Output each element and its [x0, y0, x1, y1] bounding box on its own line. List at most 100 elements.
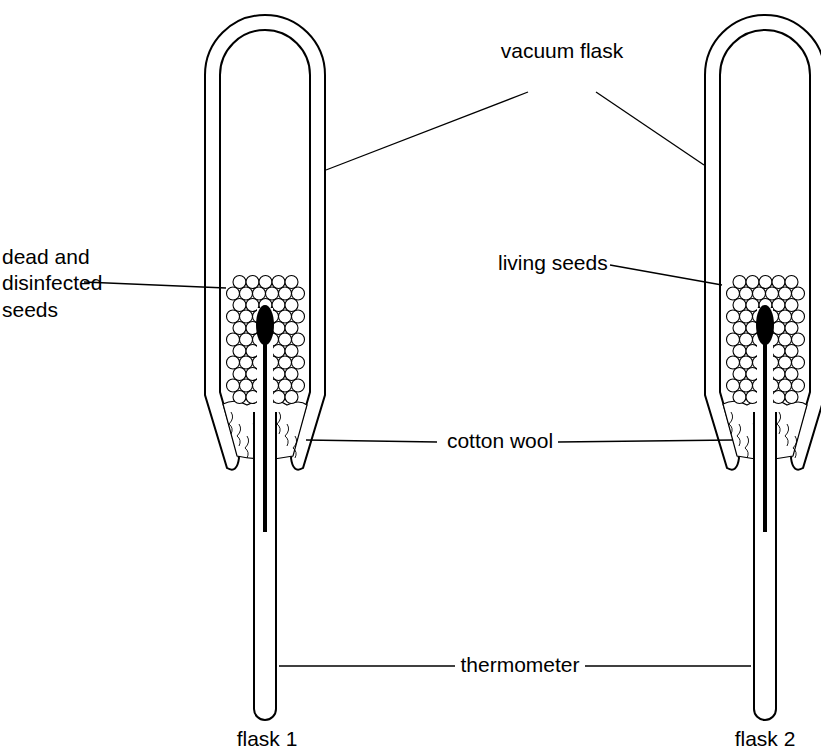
- seed: [740, 333, 753, 346]
- seed: [753, 287, 766, 300]
- cotton-fibre: [785, 424, 789, 446]
- seed: [733, 299, 746, 312]
- seed: [772, 391, 785, 404]
- seed: [779, 333, 792, 346]
- seed: [740, 310, 753, 323]
- seed: [233, 345, 246, 358]
- leader-line: [279, 665, 455, 666]
- seed: [285, 368, 298, 381]
- seed: [240, 287, 253, 300]
- part-label: vacuum flask: [500, 38, 624, 64]
- cotton-fibre: [237, 424, 241, 446]
- leader-line: [610, 265, 722, 285]
- seed: [292, 310, 305, 323]
- seed: [772, 276, 785, 289]
- leader-line: [306, 440, 437, 442]
- seed: [772, 299, 785, 312]
- seed: [740, 356, 753, 369]
- thermometer-bulb: [756, 305, 774, 345]
- seed: [292, 356, 305, 369]
- cotton-fibre: [777, 412, 781, 434]
- seed: [792, 287, 805, 300]
- thermometer-bulb: [256, 305, 274, 345]
- seed: [279, 287, 292, 300]
- cotton-fibre: [729, 412, 733, 434]
- seed: [272, 299, 285, 312]
- seed: [727, 310, 740, 323]
- seed: [233, 276, 246, 289]
- seed: [785, 368, 798, 381]
- seed: [733, 345, 746, 358]
- seed: [733, 368, 746, 381]
- seed: [285, 276, 298, 289]
- seed: [233, 299, 246, 312]
- leader-line: [558, 440, 733, 442]
- seed: [785, 391, 798, 404]
- seed: [746, 276, 759, 289]
- seed: [233, 368, 246, 381]
- seed: [733, 391, 746, 404]
- cotton-fibre: [285, 424, 289, 446]
- seed: [785, 322, 798, 335]
- seed: [227, 287, 240, 300]
- leader-line: [84, 282, 226, 288]
- seed: [785, 299, 798, 312]
- seed: [272, 391, 285, 404]
- seed: [272, 368, 285, 381]
- flask-drawing: [705, 15, 821, 720]
- flask-drawing: [205, 15, 325, 720]
- seed: [740, 379, 753, 392]
- cotton-fibre: [793, 436, 797, 458]
- part-label: thermometer: [458, 652, 582, 678]
- seed: [272, 276, 285, 289]
- seed: [759, 276, 772, 289]
- seed: [227, 379, 240, 392]
- seed: [227, 310, 240, 323]
- part-label: dead and disinfected seeds: [2, 244, 124, 323]
- seed: [279, 379, 292, 392]
- seed: [792, 356, 805, 369]
- leader-line: [596, 92, 704, 165]
- seed: [246, 276, 259, 289]
- seed: [727, 287, 740, 300]
- seed: [733, 322, 746, 335]
- cotton-fibre: [277, 412, 281, 434]
- flask-caption: flask 1: [222, 726, 312, 752]
- seed: [292, 333, 305, 346]
- thermometer-stem: [763, 330, 767, 532]
- seed: [279, 356, 292, 369]
- seed: [285, 322, 298, 335]
- seed: [727, 333, 740, 346]
- leader-line: [326, 92, 528, 170]
- seed: [292, 287, 305, 300]
- cotton-fibre: [245, 436, 249, 458]
- cotton-fibre: [737, 424, 741, 446]
- seed: [266, 287, 279, 300]
- flask-caption: flask 2: [720, 726, 810, 752]
- seed: [792, 333, 805, 346]
- seed: [772, 345, 785, 358]
- seed: [233, 391, 246, 404]
- seed: [292, 379, 305, 392]
- seed: [779, 287, 792, 300]
- seed: [240, 356, 253, 369]
- seed: [227, 356, 240, 369]
- cotton-fibre: [229, 412, 233, 434]
- seed: [766, 287, 779, 300]
- seed: [285, 391, 298, 404]
- seed: [240, 379, 253, 392]
- seed: [227, 333, 240, 346]
- seed: [259, 276, 272, 289]
- seed: [240, 333, 253, 346]
- seed: [779, 356, 792, 369]
- seed: [272, 345, 285, 358]
- seed: [253, 287, 266, 300]
- thermometer-stem: [263, 330, 267, 532]
- seed: [785, 276, 798, 289]
- seed: [779, 310, 792, 323]
- cotton-fibre: [745, 436, 749, 458]
- seed: [233, 322, 246, 335]
- part-label: cotton wool: [440, 428, 560, 454]
- seed: [733, 276, 746, 289]
- seed: [727, 356, 740, 369]
